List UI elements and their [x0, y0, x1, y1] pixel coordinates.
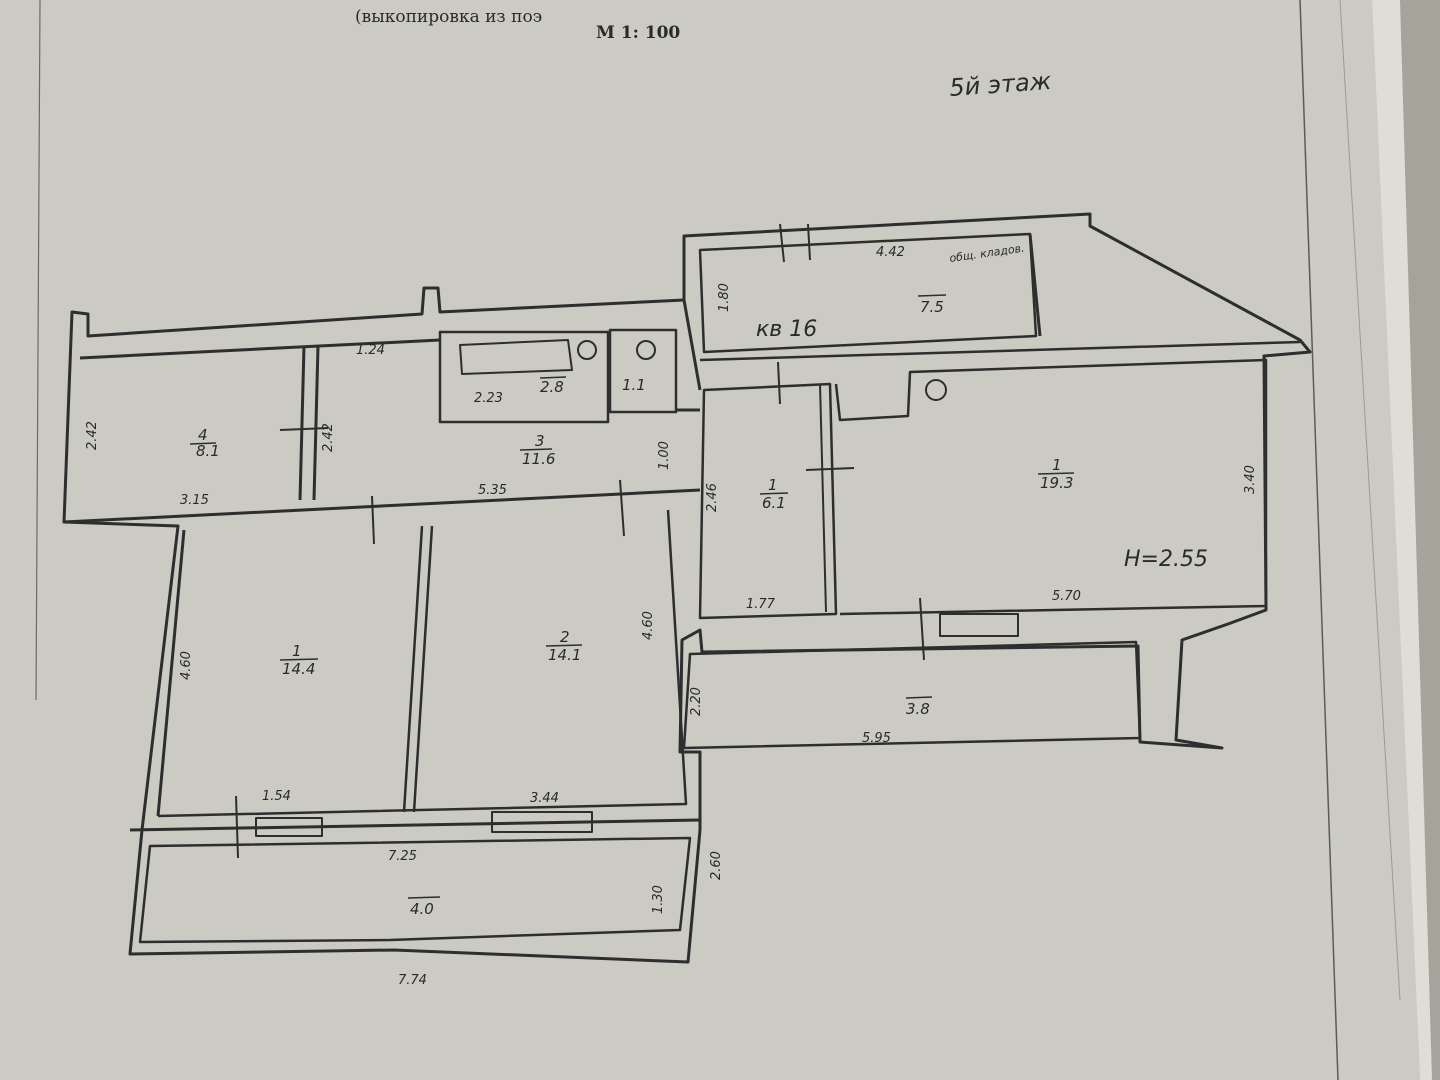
ceiling-height: H=2.55	[1124, 547, 1208, 572]
room-corridor-number: 1	[768, 476, 778, 494]
dim-corridor-height: 2.46	[705, 483, 720, 512]
dim-room-mid-height: 4.60	[641, 611, 656, 640]
dim-bath-width: 2.23	[474, 391, 503, 406]
dim-hall-height: 2.42	[321, 423, 336, 452]
dim-loggia-bottom-width: 7.25	[388, 849, 417, 864]
outer-wall	[62, 212, 1312, 964]
room-left-area: 14.4	[282, 660, 315, 678]
dim-storage-width: 4.42	[876, 245, 905, 260]
room-left-number: 1	[292, 642, 302, 660]
dim-loggia-right-width: 5.95	[862, 731, 891, 746]
dim-outer-bottom: 7.74	[398, 973, 427, 988]
dim-room-left-height: 4.60	[179, 651, 194, 680]
room-wc-area: 1.1	[622, 376, 646, 394]
dim-hall-width: 5.35	[478, 483, 507, 498]
dim-kitchen-height: 2.42	[85, 421, 100, 450]
room-big-area: 19.3	[1040, 474, 1073, 492]
dim-corridor-width: 1.77	[746, 597, 776, 612]
room-mid-area: 14.1	[548, 646, 581, 664]
dim-hall-top: 1.24	[356, 343, 385, 358]
dim-big-height: 3.40	[1243, 465, 1258, 494]
room-hall-number: 3	[535, 432, 545, 450]
room-loggia-bottom-area: 4.0	[410, 900, 434, 918]
room-kitchen-number: 4	[198, 426, 208, 444]
apartment-label: кв 16	[756, 317, 817, 342]
room-bath-area: 2.8	[540, 378, 564, 396]
dim-room-mid-width: 3.44	[530, 791, 559, 806]
dim-big-width: 5.70	[1052, 589, 1081, 604]
room-corridor-area: 6.1	[762, 494, 786, 512]
dim-storage-height: 1.80	[717, 283, 732, 312]
room-hall-area: 11.6	[522, 450, 555, 468]
room-mid-number: 2	[560, 628, 570, 646]
room-loggia-right-area: 3.8	[906, 700, 930, 718]
scale-label: М 1: 100	[596, 23, 680, 43]
header-subtitle: (выкопировка из поэ	[355, 7, 542, 27]
dim-kitchen-width: 3.15	[180, 493, 209, 508]
room-kitchen-area: 8.1	[196, 442, 220, 460]
dim-loggia-bottom-height: 1.30	[651, 885, 666, 914]
room-big-number: 1	[1052, 456, 1062, 474]
dim-outer-right: 2.60	[709, 851, 724, 880]
dim-loggia-right-height: 2.20	[689, 687, 704, 716]
dim-room-left-width: 1.54	[262, 789, 291, 804]
dim-hall-right: 1.00	[657, 441, 672, 470]
room-storage-area: 7.5	[920, 298, 944, 316]
